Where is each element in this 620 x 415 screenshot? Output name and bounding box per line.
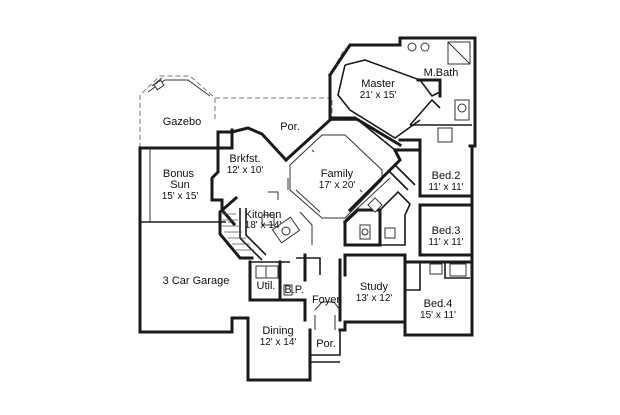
room-name-bonus-line2: Sun — [170, 179, 190, 191]
kitchen-fixtures — [239, 191, 313, 261]
room-dims-study: 13' x 12' — [356, 293, 393, 304]
room-labels: Master 21' x 15' M.Bath Gazebo Por. Brkf… — [162, 67, 464, 350]
gazebo-structure — [147, 77, 211, 97]
room-dims-family: 17' x 20' — [319, 180, 356, 191]
room-dims-bed2: 11' x 11' — [428, 182, 463, 193]
room-name-porch: Por. — [280, 121, 300, 133]
master-suite-walls — [327, 36, 477, 152]
room-name-bp: B.P. — [284, 284, 303, 296]
room-dims-bonus: 15' x 15' — [162, 191, 199, 202]
room-name-bonus-line1: Bonus — [163, 168, 195, 180]
foyer-walls — [296, 253, 342, 330]
study-walls — [343, 253, 407, 324]
room-dims-master: 21' x 15' — [360, 90, 397, 101]
room-dims-bed3: 11' x 11' — [428, 237, 463, 248]
room-dims-bed4: 15' x 11' — [420, 310, 456, 321]
room-name-garage: 3 Car Garage — [163, 275, 230, 287]
room-name-gazebo: Gazebo — [163, 116, 202, 128]
garage-walls — [140, 148, 226, 223]
utility-walls — [248, 260, 307, 302]
room-dims-kitchen: 18' x 14' — [245, 220, 282, 231]
master-bath-fixtures — [407, 41, 471, 143]
room-name-bonus: Bonus Sun — [163, 168, 197, 191]
hall-bath-walls — [342, 164, 416, 247]
room-name-master: Master — [361, 78, 395, 90]
room-name-family: Family — [321, 168, 354, 180]
room-dims-brkfst: 12' x 10' — [227, 165, 264, 176]
room-name-dining: Dining — [262, 325, 293, 337]
room-dims-dining: 12' x 14' — [260, 337, 297, 348]
room-name-study: Study — [360, 281, 389, 293]
room-name-mbath: M.Bath — [424, 67, 459, 79]
room-name-bed4: Bed.4 — [424, 298, 453, 310]
room-name-foyer: Foyer — [312, 294, 340, 306]
room-name-bed2: Bed.2 — [432, 170, 461, 182]
room-name-porch2: Por. — [316, 338, 336, 350]
staircase — [218, 195, 254, 260]
bedroom-wing-walls — [347, 138, 474, 291]
room-name-brkfst: Brkfst. — [229, 153, 260, 165]
room-name-util: Util. — [257, 280, 276, 292]
room-name-kitchen: Kitchen — [245, 209, 282, 221]
small-marks — [311, 149, 363, 193]
room-name-bed3: Bed.3 — [432, 225, 461, 237]
